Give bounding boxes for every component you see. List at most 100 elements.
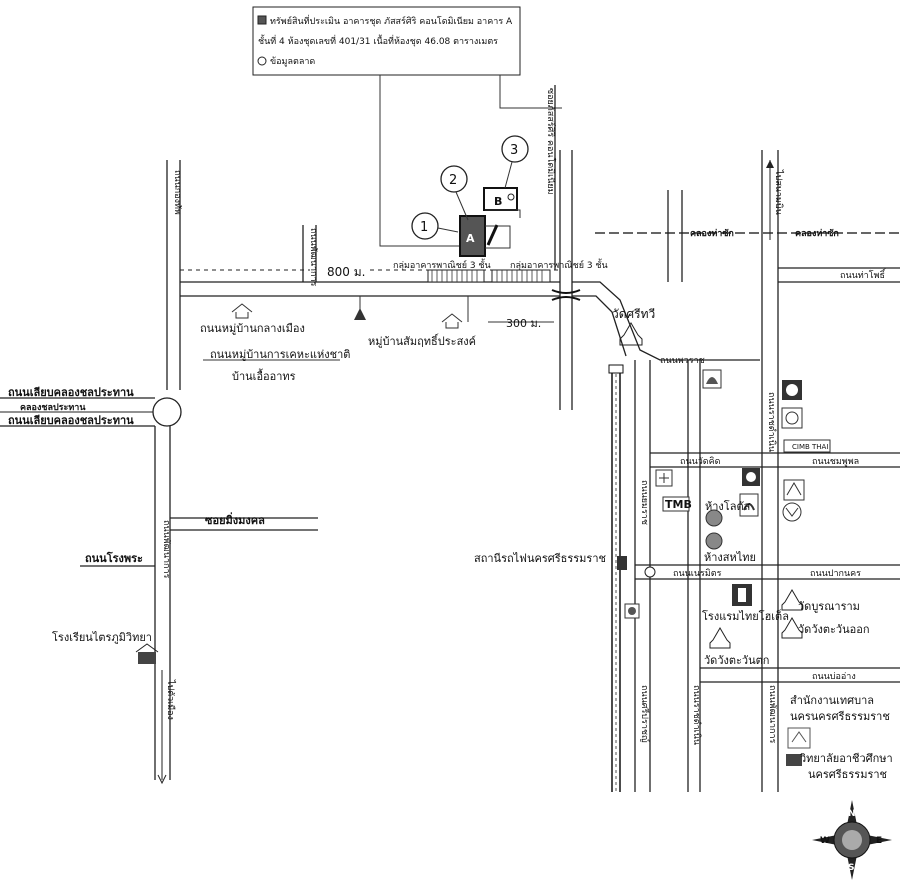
- svg-text:3: 3: [510, 143, 518, 158]
- school-icon: [786, 754, 802, 766]
- tmb-icon: TMB: [662, 496, 692, 512]
- building-a-label: A: [466, 232, 475, 245]
- distance-800: 800 ม.: [327, 265, 365, 279]
- legend-line3: ข้อมูลตลาด: [270, 56, 315, 67]
- compass-s: S: [848, 863, 854, 873]
- shophouse-left: [427, 269, 485, 283]
- roundabout: [152, 397, 182, 427]
- marker-2: 2: [440, 165, 469, 221]
- municipality-line1: สำนักงานเทศบาล: [790, 694, 874, 707]
- road-south2-label: ถนนราชดำเนิน: [691, 685, 702, 745]
- temple-icon: [781, 617, 803, 639]
- svg-text:2: 2: [449, 173, 457, 188]
- legend-market-icon: [257, 56, 267, 66]
- road-to-city-label: ไปตัวเมือง: [165, 679, 176, 720]
- canal-left-label: คลองท่าซัก: [690, 228, 734, 239]
- shophouse-right-label: กลุ่มอาคารพาณิชย์ 3 ชั้น: [510, 258, 608, 271]
- bypass-bottom-label: ถนนเลียบคลองชลประทาน: [8, 414, 134, 427]
- road-bo-ang-label: ถนนบ่ออ่าง: [812, 672, 856, 682]
- road: [572, 281, 760, 361]
- village-klang-label: ถนนหมู่บ้านกลางเมือง: [200, 322, 305, 335]
- bank-icon: [655, 469, 673, 487]
- distance-300: 300 ม.: [506, 317, 541, 330]
- temple-icon: [354, 308, 366, 320]
- shophouse-left-label: กลุ่มอาคารพาณิชย์ 3 ชั้น: [393, 258, 491, 271]
- legend-line1: ทรัพย์สินที่ประเมิน อาคารชุด ภัสสร์ศิริ …: [270, 14, 513, 27]
- municipality-line2: นครนครศรีธรรมราช: [790, 710, 890, 723]
- road-yommarat-label: ถนนยมราช: [639, 480, 649, 525]
- marker-3: 3: [501, 135, 529, 189]
- bridge-icon: [551, 289, 581, 301]
- compass-w: W: [820, 836, 830, 846]
- bank-icon: [782, 502, 802, 522]
- legend-line2: ชั้นที่ 4 ห้องชุดเลขที่ 401/31 เนื้อที่ห…: [258, 34, 498, 47]
- shophouse-right: [491, 269, 551, 283]
- hotel-icon: [732, 584, 752, 606]
- canal-right-label: คลองท่าซัก: [795, 228, 839, 239]
- bank-icon: [783, 479, 805, 501]
- temple-icon: [619, 322, 643, 346]
- lotus-label: ห้างโลตัส: [705, 499, 751, 513]
- roundabout: [644, 566, 656, 578]
- school-label: โรงเรียนไตรภูมิวิทยา: [52, 630, 152, 644]
- bypass-mid-label: คลองชลประทาน: [20, 402, 86, 413]
- village-icon: [441, 313, 463, 329]
- property-area: A B: [459, 187, 521, 257]
- road-paknakhon-label: ถนนปากนคร: [810, 569, 861, 579]
- legend-property-icon: [257, 15, 267, 25]
- wat-wang-tawan-ok-label: วัดวังตะวันออก: [798, 623, 870, 636]
- cimb-icon: CIMB THAI: [783, 439, 831, 453]
- road-south3-label: ถนนพัฒนาการ: [767, 685, 777, 744]
- department-store-icon: [705, 509, 723, 550]
- temple-icon: [709, 627, 731, 649]
- temple-icon: [781, 589, 803, 611]
- school-icon: [135, 643, 159, 664]
- leader-line: [379, 75, 460, 247]
- road-ratchadamnoen-label: ถนนราชดำเนิน: [766, 392, 777, 452]
- bank-icon: [781, 407, 803, 429]
- village-sam-label: หมู่บ้านสัมฤทธิ์ประสงค์: [368, 333, 476, 348]
- road-rongphra-label: ถนนโรงพระ: [85, 551, 143, 565]
- building-b-label: B: [494, 195, 502, 208]
- road-label-top-left: ถนนกองทัพ: [172, 170, 182, 215]
- soi-condo-label: ซอยภัสสร์ศิริ คอนโดมิเนียม: [545, 88, 557, 195]
- railway-end: [608, 364, 624, 374]
- wat-wang-tawan-tok-label: วัดวังตะวันตก: [704, 654, 769, 667]
- marker-1: 1: [411, 212, 459, 240]
- market-point-icon: [507, 193, 515, 201]
- village-kheha-label: ถนนหมู่บ้านการเคหะแห่งชาติ: [210, 348, 350, 361]
- soi-mingmongkol-label: ซอยมิ่งมงคล: [205, 512, 265, 527]
- road-tha-pho-label: ถนนท่าโพธิ์: [840, 268, 887, 281]
- bank-icon: [782, 380, 802, 400]
- road-west-label: ถนนพัฒนาการ: [161, 520, 171, 579]
- wat-buranaram-label: วัดบูรณาราม: [798, 600, 860, 613]
- landmark-icon: [624, 603, 640, 619]
- municipality-icon: [787, 727, 811, 749]
- bypass-top-label: ถนนเลียบคลองชลประทาน: [8, 386, 134, 399]
- road-neramit-label: ถนนเนรมิตร: [673, 568, 722, 579]
- leader-line: [499, 75, 562, 109]
- train-icon: [617, 556, 627, 570]
- road-south1-label: ถนนศรีปราชญ์: [639, 685, 651, 743]
- railway-station-label: สถานีรถไฟนครศรีธรรมราช: [474, 552, 606, 565]
- road-watkhit-label: ถนนวัดคิด: [680, 456, 721, 467]
- wat-sri-thawi-label: วัดศรีทวี: [612, 307, 655, 321]
- svg-text:1: 1: [420, 220, 428, 235]
- compass-rose-icon: N E S W: [812, 800, 892, 880]
- compass-e: E: [876, 836, 882, 846]
- road-chomphu-label: ถนนชมพูพล: [812, 457, 859, 467]
- to-airport-label: ไปสนามบิน: [773, 169, 784, 215]
- site-boundary: [485, 209, 521, 218]
- legend-box: ทรัพย์สินที่ประเมิน อาคารชุด ภัสสร์ศิริ …: [252, 6, 521, 76]
- arrow-down-icon: [157, 774, 167, 785]
- road-label-vert-2: ถนนพัฒนาการ: [308, 228, 318, 287]
- shell-icon: [702, 369, 722, 389]
- road: [572, 295, 627, 357]
- svg-text:CIMB THAI: CIMB THAI: [792, 443, 828, 451]
- fuel-icon: [742, 468, 760, 486]
- road-phawarat-label: ถนนพวราช: [660, 356, 705, 366]
- college-line2: นครศรีธรรมราช: [808, 768, 887, 781]
- pointer-mark: [486, 224, 499, 246]
- village-icon: [231, 303, 253, 319]
